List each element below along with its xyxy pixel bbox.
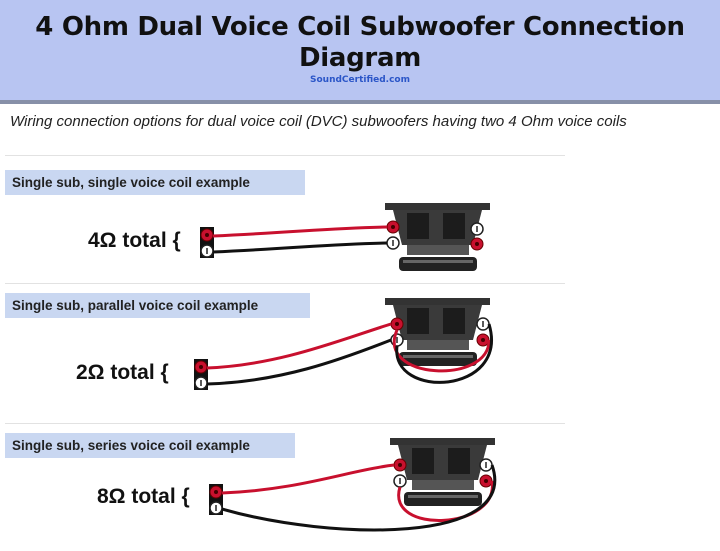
total-4ohm: 4Ω total { bbox=[88, 229, 181, 252]
subtitle: Wiring connection options for dual voice… bbox=[10, 113, 627, 130]
jumper-negative bbox=[395, 323, 493, 384]
positive-wire bbox=[221, 463, 395, 495]
page-title: 4 Ohm Dual Voice Coil Subwoofer Connecti… bbox=[35, 12, 685, 73]
subwoofer-single bbox=[385, 203, 490, 271]
total-2ohm: 2Ω total { bbox=[76, 361, 169, 384]
divider bbox=[5, 423, 565, 424]
positive-wire bbox=[206, 322, 392, 370]
section-label-series: Single sub, series voice coil example bbox=[5, 433, 295, 458]
jumper-positive bbox=[392, 329, 491, 373]
divider bbox=[5, 155, 565, 156]
negative-wire bbox=[221, 464, 497, 532]
negative-wire bbox=[206, 338, 392, 386]
section-label-single: Single sub, single voice coil example bbox=[5, 170, 305, 195]
divider bbox=[5, 283, 565, 284]
subwoofer-series bbox=[390, 438, 495, 506]
section-label-parallel: Single sub, parallel voice coil example bbox=[5, 293, 310, 318]
positive-wire bbox=[212, 225, 388, 238]
header-banner: 4 Ohm Dual Voice Coil Subwoofer Connecti… bbox=[0, 0, 720, 104]
amp-terminal bbox=[200, 227, 214, 258]
amp-terminal bbox=[194, 359, 208, 390]
negative-wire bbox=[212, 241, 388, 254]
site-credit: SoundCertified.com bbox=[310, 75, 410, 85]
amp-terminal bbox=[209, 484, 223, 515]
total-8ohm: 8Ω total { bbox=[97, 485, 190, 508]
